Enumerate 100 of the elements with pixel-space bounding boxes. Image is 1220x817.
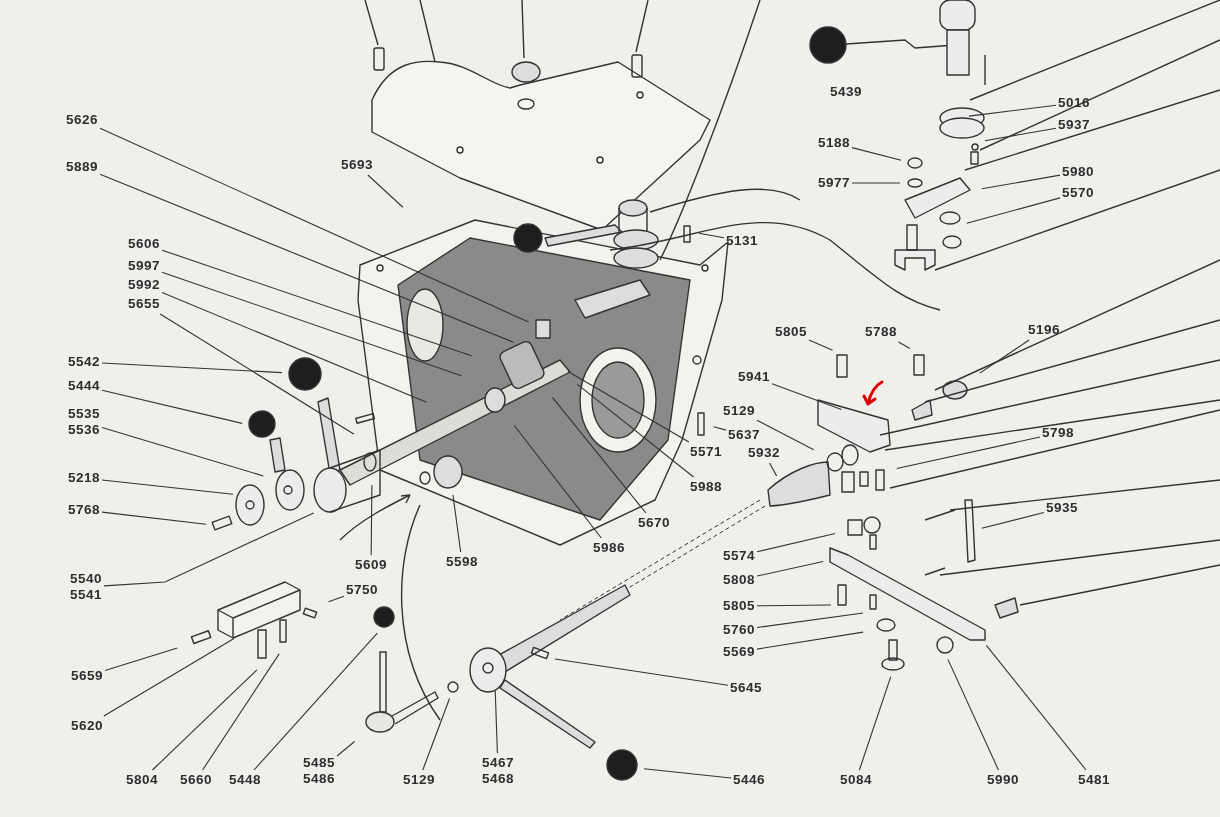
leader-line	[968, 104, 1057, 117]
leader-line	[161, 291, 428, 403]
leader-line	[99, 127, 530, 323]
leader-line	[104, 647, 178, 671]
callout-number: 5997	[128, 258, 161, 274]
callout-number: 5992	[128, 277, 161, 293]
callout-number: 5468	[482, 771, 515, 787]
leader-line	[756, 560, 824, 577]
leader-line	[756, 533, 836, 553]
leader-line	[101, 389, 243, 424]
callout-number: 5570	[1062, 185, 1095, 201]
callout-number: 5542	[68, 354, 101, 370]
leader-line	[567, 370, 690, 443]
leader-line	[769, 462, 778, 477]
leader-line	[161, 271, 462, 377]
callout-number: 5536	[68, 422, 101, 438]
leader-line	[328, 595, 345, 603]
leader-line	[981, 512, 1045, 529]
leader-line	[159, 313, 355, 435]
callout-number: 5932	[748, 445, 781, 461]
leader-line	[756, 419, 815, 451]
leader-line	[103, 512, 315, 587]
callout-number: 5990	[987, 772, 1020, 788]
callout-number: 5659	[71, 668, 104, 684]
callout-number: 5541	[70, 587, 103, 603]
leader-line	[643, 768, 732, 779]
callout-number: 5937	[1058, 117, 1091, 133]
callout-number: 5609	[355, 557, 388, 573]
leader-line	[981, 174, 1061, 190]
leader-line	[985, 644, 1087, 771]
callout-number: 5986	[593, 540, 626, 556]
callout-number: 5660	[180, 772, 213, 788]
leader-line	[979, 339, 1030, 374]
leader-line	[756, 612, 864, 629]
leader-line	[808, 339, 834, 351]
leader-line	[984, 127, 1057, 142]
leader-line	[99, 173, 515, 343]
callout-number: 5606	[128, 236, 161, 252]
callout-number: 5196	[1028, 322, 1061, 338]
callout-number: 5980	[1062, 164, 1095, 180]
callout-number: 5808	[723, 572, 756, 588]
leader-line	[101, 479, 234, 495]
callout-number: 5129	[403, 772, 436, 788]
callout-number: 5218	[68, 470, 101, 486]
callout-number: 5574	[723, 548, 756, 564]
leader-line	[576, 383, 695, 478]
callout-number: 5988	[690, 479, 723, 495]
callout-number: 5486	[303, 771, 336, 787]
leader-line	[336, 740, 356, 757]
callout-number: 5941	[738, 369, 771, 385]
leader-line	[494, 690, 498, 754]
callout-number: 5798	[1042, 425, 1075, 441]
leader-line	[101, 511, 207, 525]
callout-number: 5805	[723, 598, 756, 614]
callout-number: 5571	[690, 444, 723, 460]
callout-number: 5977	[818, 175, 851, 191]
callout-number: 5637	[728, 427, 761, 443]
callout-number: 5655	[128, 296, 161, 312]
callout-number: 5693	[341, 157, 374, 173]
callout-number: 5670	[638, 515, 671, 531]
leader-line	[551, 396, 647, 514]
leader-line	[151, 669, 258, 771]
callout-number: 5446	[733, 772, 766, 788]
callout-number: 5485	[303, 755, 336, 771]
leader-line	[367, 174, 404, 208]
leader-line	[554, 658, 729, 686]
leader-line	[103, 638, 235, 717]
leader-line	[897, 341, 911, 350]
callout-number: 5760	[723, 622, 756, 638]
callout-number: 5448	[229, 772, 262, 788]
leader-line	[370, 484, 373, 556]
callout-number: 5129	[723, 403, 756, 419]
leader-line	[947, 658, 999, 771]
leader-line	[858, 676, 892, 771]
leader-line	[713, 426, 727, 431]
callout-number: 5620	[71, 718, 104, 734]
callout-number: 5439	[830, 84, 863, 99]
leader-line	[101, 426, 264, 477]
callout-number: 5084	[840, 772, 873, 788]
callout-number: 5444	[68, 378, 101, 394]
leader-line	[161, 249, 472, 357]
leader-line	[966, 197, 1061, 224]
callout-number: 5131	[726, 233, 759, 249]
leader-line	[698, 232, 725, 239]
leader-line	[101, 362, 283, 374]
leader-line	[253, 632, 378, 771]
leader-line	[452, 494, 462, 553]
leader-line	[422, 698, 451, 771]
callout-number: 5750	[346, 582, 379, 598]
callout-number: 5805	[775, 324, 808, 340]
callout-number: 5481	[1078, 772, 1111, 788]
callout-number: 5788	[865, 324, 898, 340]
callout-number: 5645	[730, 680, 763, 696]
leader-line	[851, 182, 901, 184]
callout-number: 5768	[68, 502, 101, 518]
leader-line	[202, 653, 280, 771]
leader-line	[756, 631, 864, 650]
callout-number: 5598	[446, 554, 479, 570]
callout-number: 5467	[482, 755, 515, 771]
callout-number: 5016	[1058, 95, 1091, 111]
